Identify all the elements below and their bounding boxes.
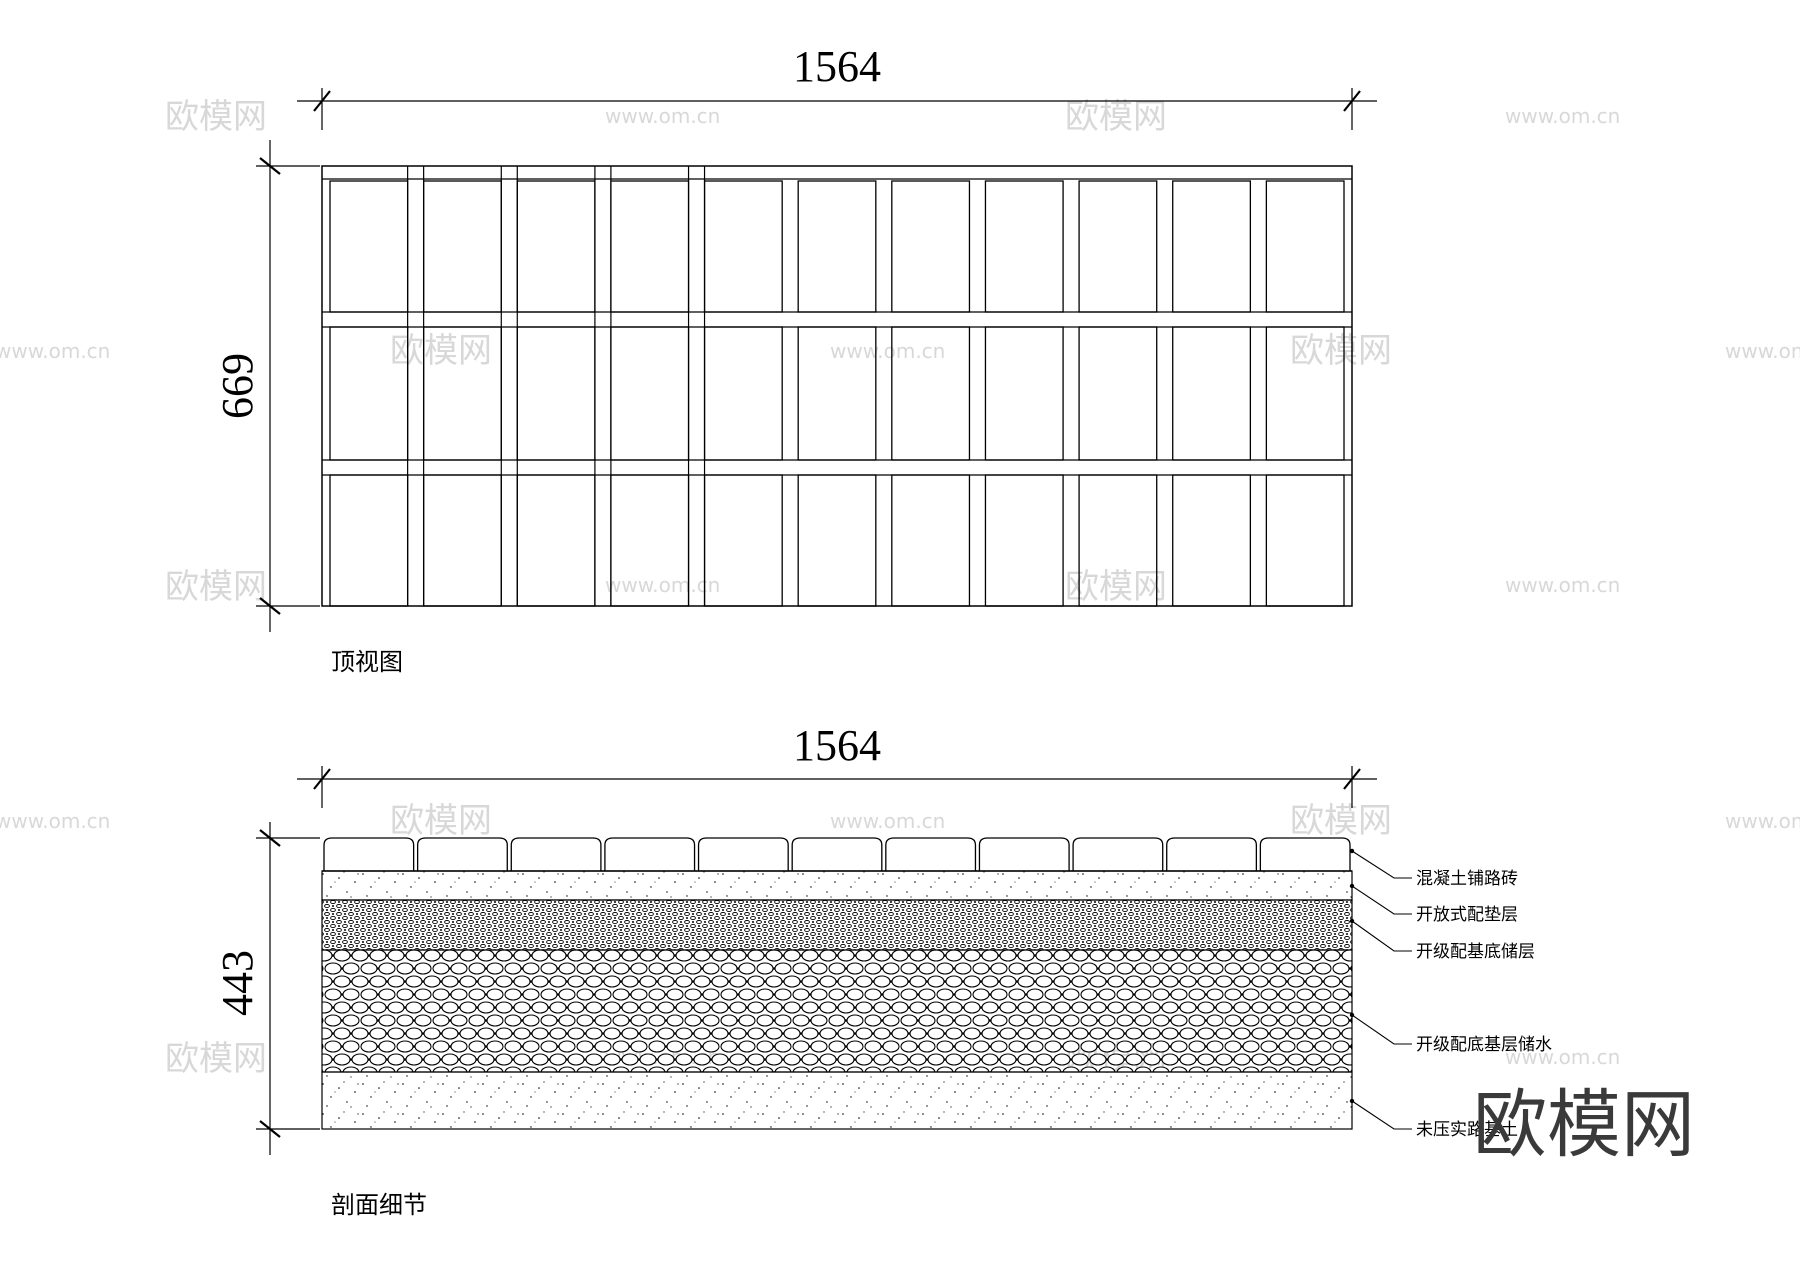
paver-block — [610, 326, 690, 461]
section-height-dimension — [256, 822, 320, 1155]
paver-block — [516, 326, 596, 461]
section-view: 1564 443 — [213, 721, 1552, 1219]
paver-section-block — [1072, 837, 1164, 871]
section-width-dimension — [297, 766, 1377, 808]
base-reservoir-layer — [321, 899, 1353, 951]
section-height-dim-text: 443 — [213, 950, 262, 1016]
concrete-pavers — [323, 837, 1351, 871]
url-watermark: www.om.cn — [1505, 1045, 1620, 1069]
top-width-dimension — [297, 88, 1377, 130]
paver-section-block — [416, 837, 508, 871]
url-watermark: www.om.cn — [1725, 809, 1800, 833]
brand-watermark: 欧模网 — [165, 97, 267, 137]
top-view: 1564 669 顶视图 — [213, 42, 1377, 676]
paver-block — [984, 180, 1064, 313]
brand-watermark: 欧模网 — [165, 567, 267, 607]
paver-section-block — [791, 837, 883, 871]
top-view-outline — [321, 165, 1353, 607]
paver-block — [1078, 326, 1158, 461]
bedding-layer — [321, 870, 1353, 901]
paver-block — [984, 474, 1064, 607]
leader-dots — [1349, 848, 1355, 1104]
paver-section-block — [323, 837, 415, 871]
url-watermark: www.om.cn — [605, 104, 720, 128]
brand-watermark: 欧模网 — [1065, 97, 1167, 137]
top-height-dimension — [256, 140, 320, 632]
url-watermark: www.om.cn — [605, 573, 720, 597]
paver-block — [797, 180, 877, 313]
paver-block — [797, 474, 877, 607]
top-height-dim-text: 669 — [213, 353, 262, 419]
url-watermark: www.om.cn — [830, 339, 945, 363]
paver-block — [516, 180, 596, 313]
brand-watermark: 欧模网 — [1290, 801, 1392, 841]
top-width-dim-text: 1564 — [793, 42, 881, 91]
brand-watermark: 欧模网 — [390, 331, 492, 371]
brand-watermark: 欧模网 — [1065, 567, 1167, 607]
layer-label-bedding: 开放式配垫层 — [1416, 905, 1518, 925]
brand-watermark: 欧模网 — [1290, 331, 1392, 371]
paver-block — [1172, 474, 1252, 607]
paver-block — [1078, 180, 1158, 313]
leader-lines — [1351, 850, 1412, 1130]
subgrade-layer — [321, 1071, 1353, 1130]
paver-section-block — [510, 837, 602, 871]
layer-label-subgrade: 未压实路基土 — [1416, 1120, 1518, 1140]
paver-block — [1172, 326, 1252, 461]
paver-section-block — [697, 837, 789, 871]
paver-block — [422, 474, 502, 607]
subbase-reservoir-layer — [321, 949, 1353, 1073]
brand-watermark: 欧模网 — [390, 801, 492, 841]
paver-grid — [322, 166, 1352, 607]
paver-block — [516, 474, 596, 607]
paver-block — [891, 180, 971, 313]
url-watermark: www.om.cn — [830, 809, 945, 833]
paver-section-block — [978, 837, 1070, 871]
paver-block — [984, 326, 1064, 461]
paver-block — [703, 180, 783, 313]
paver-section-block — [1259, 837, 1351, 871]
paver-block — [329, 474, 409, 607]
url-watermark: www.om.cn — [0, 809, 110, 833]
paver-block — [329, 180, 409, 313]
paver-section-block — [885, 837, 977, 871]
layer-label-base: 开级配基底储层 — [1416, 942, 1535, 962]
paver-block — [891, 474, 971, 607]
paver-block — [1172, 180, 1252, 313]
url-watermark: www.om.cn — [1505, 104, 1620, 128]
paver-section-block — [604, 837, 696, 871]
paver-block — [1265, 180, 1345, 313]
paver-block — [610, 180, 690, 313]
layer-label-subbase: 开级配底基层储水 — [1416, 1035, 1552, 1055]
paver-block — [422, 180, 502, 313]
layer-label-pavers: 混凝土铺路砖 — [1416, 869, 1518, 889]
paver-block — [1265, 474, 1345, 607]
section-width-dim-text: 1564 — [793, 721, 881, 770]
url-watermark: www.om.cn — [0, 339, 110, 363]
brand-logo-watermark: 欧模网 — [1473, 1082, 1695, 1168]
section-caption: 剖面细节 — [331, 1191, 427, 1219]
top-view-caption: 顶视图 — [331, 648, 403, 676]
url-watermark: www.om.cn — [1505, 573, 1620, 597]
paver-section-block — [1166, 837, 1258, 871]
paver-block — [703, 326, 783, 461]
url-watermark: www.om.cn — [1725, 339, 1800, 363]
brand-watermark: 欧模网 — [165, 1039, 267, 1079]
